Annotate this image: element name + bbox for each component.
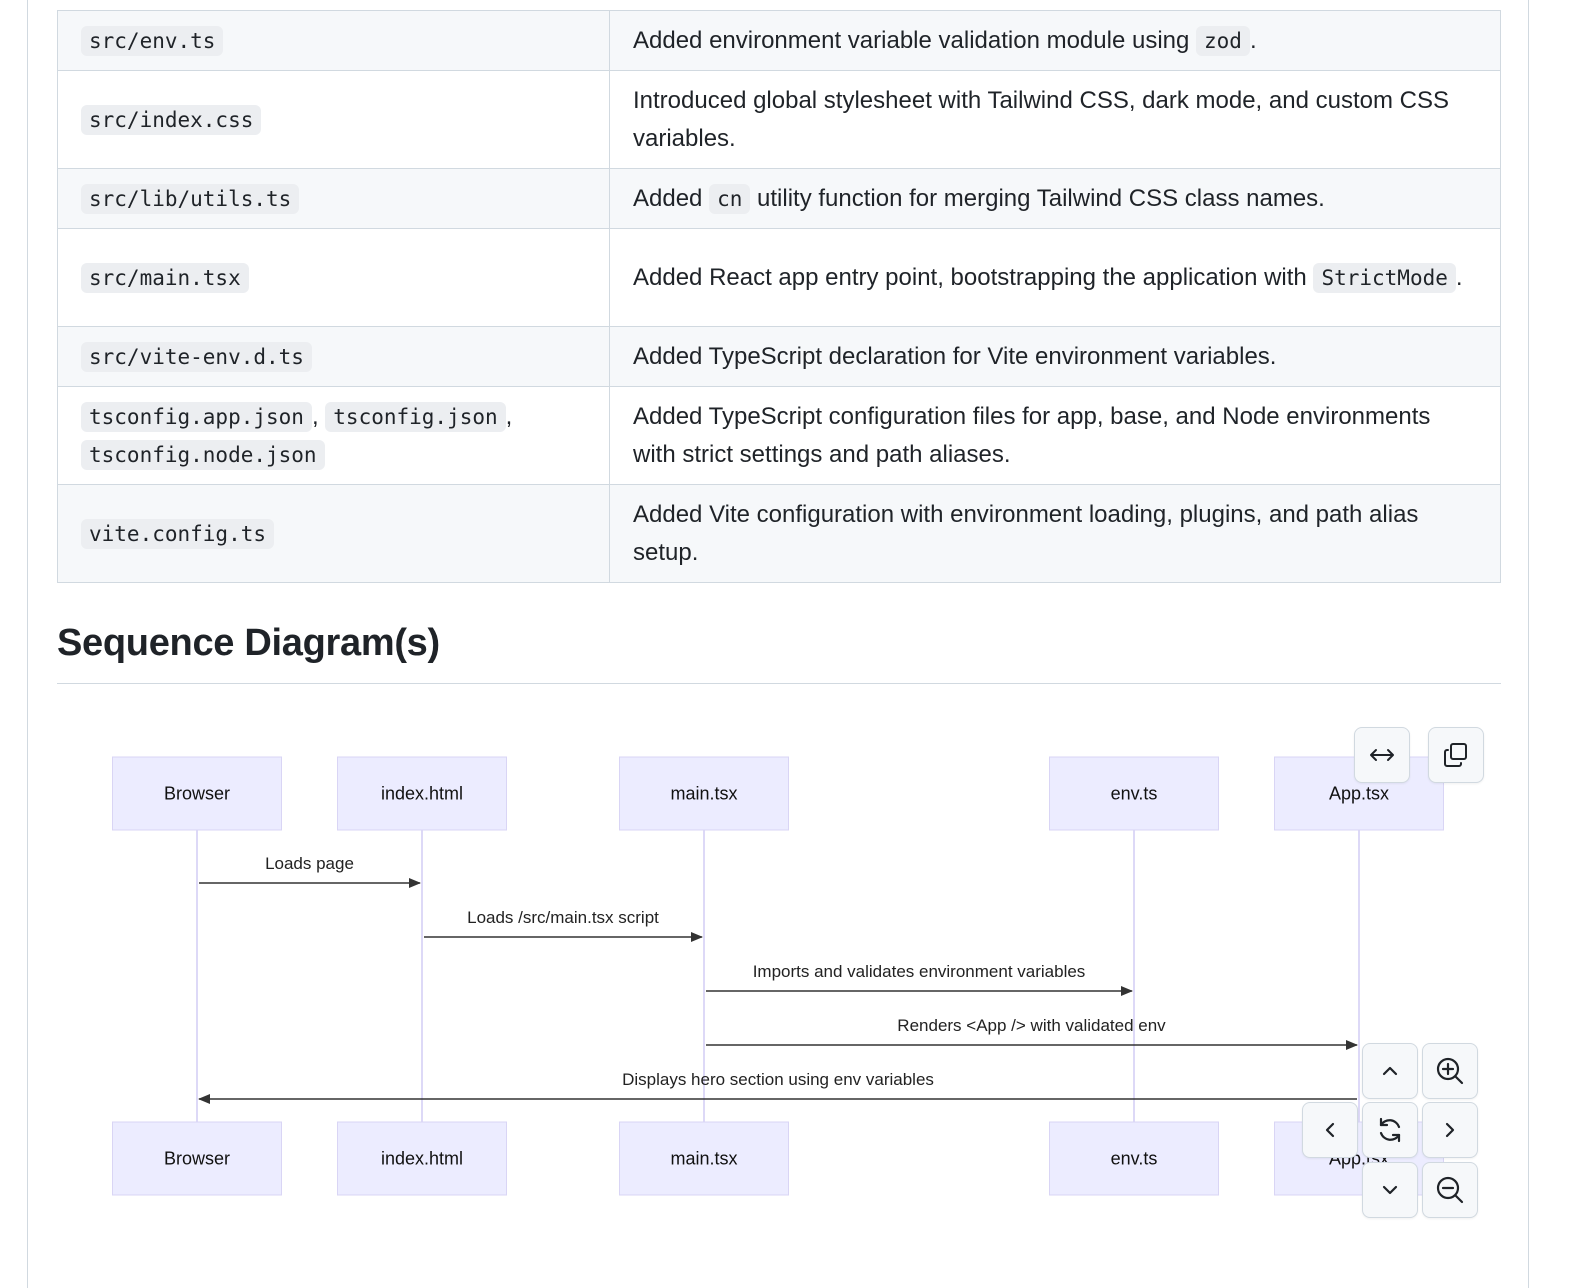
actor-top: Browser: [112, 756, 282, 831]
file-path: tsconfig.node.json: [81, 439, 325, 470]
file-cell: src/vite-env.d.ts: [57, 326, 610, 387]
actor-top: index.html: [337, 756, 507, 831]
file-path: src/main.tsx: [81, 262, 249, 293]
inline-code: zod: [1196, 25, 1250, 56]
section-title: Sequence Diagram(s): [57, 622, 440, 664]
table-row: vite.config.ts Added Vite configuration w…: [57, 484, 1501, 583]
actor-box: [619, 756, 789, 831]
actor-box: [1049, 1121, 1219, 1196]
reset-view-button[interactable]: [1362, 1102, 1418, 1158]
actor-label: index.html: [381, 1149, 463, 1169]
copy-button[interactable]: [1428, 727, 1484, 783]
inline-code: cn: [709, 183, 751, 214]
actor-label: env.ts: [1111, 1149, 1158, 1169]
description-text: Added React app entry point, bootstrappi…: [633, 263, 1314, 291]
actor-label: main.tsx: [670, 784, 737, 804]
actor-box: [337, 1121, 507, 1196]
description-cell: Added TypeScript configuration files for…: [609, 386, 1501, 485]
file-path: tsconfig.json: [325, 401, 506, 432]
description-text: Added: [633, 184, 710, 212]
message-label: Loads /src/main.tsx script: [467, 908, 659, 927]
description-text: utility function for merging Tailwind CS…: [750, 184, 1325, 212]
description-cell: Added React app entry point, bootstrappi…: [609, 228, 1501, 327]
actor-label: Browser: [164, 1149, 230, 1169]
description-text: .: [1249, 26, 1257, 54]
description-cell: Added TypeScript declaration for Vite en…: [609, 326, 1501, 387]
actor-bottom: env.ts: [1049, 1121, 1219, 1196]
description-cell: Added cn utility function for merging Ta…: [609, 168, 1501, 229]
description-text: .: [1455, 263, 1463, 291]
pan-left-button[interactable]: [1302, 1102, 1358, 1158]
file-path: src/index.css: [81, 104, 262, 135]
description-cell: Introduced global stylesheet with Tailwi…: [609, 70, 1501, 169]
actor-label: main.tsx: [670, 1149, 737, 1169]
table-row: src/index.css Introduced global styleshee…: [57, 70, 1501, 169]
reset-icon: [1375, 1115, 1405, 1145]
chevron-up-icon: [1377, 1058, 1403, 1084]
inline-code: StrictMode: [1313, 262, 1456, 293]
message-label: Loads page: [265, 854, 354, 873]
message-label: Renders <App /> with validated env: [897, 1016, 1166, 1035]
actor-bottom: main.tsx: [619, 1121, 789, 1196]
file-path: src/vite-env.d.ts: [81, 341, 312, 372]
actor-label: index.html: [381, 784, 463, 804]
description-text: Added environment variable validation mo…: [633, 26, 1197, 54]
arrows-horizontal-icon: [1367, 740, 1397, 770]
description-cell: Added environment variable validation mo…: [609, 10, 1501, 71]
actor-label: env.ts: [1111, 784, 1158, 804]
table-row: src/vite-env.d.ts Added TypeScript declar…: [57, 326, 1501, 387]
table-row: src/lib/utils.ts Added cn utility functio…: [57, 168, 1501, 229]
file-path: src/env.ts: [81, 25, 224, 56]
actor-bottom: index.html: [337, 1121, 507, 1196]
copy-icon: [1441, 740, 1471, 770]
content-card: [27, 0, 1529, 1288]
description-text: Added Vite configuration with environmen…: [633, 500, 1419, 566]
pan-down-button[interactable]: [1362, 1162, 1418, 1218]
chevron-down-icon: [1377, 1177, 1403, 1203]
file-cell: src/env.ts: [57, 10, 610, 71]
actor-box: [112, 756, 282, 831]
actor-label: App.tsx: [1329, 784, 1389, 804]
actor-box: [1049, 756, 1219, 831]
zoom-out-icon: [1434, 1174, 1466, 1206]
section-divider: [57, 683, 1501, 684]
zoom-in-button[interactable]: [1422, 1043, 1478, 1099]
zoom-out-button[interactable]: [1422, 1162, 1478, 1218]
description-text: Introduced global stylesheet with Tailwi…: [633, 86, 1449, 152]
file-cell: vite.config.ts: [57, 484, 610, 583]
pan-up-button[interactable]: [1362, 1043, 1418, 1099]
file-cell: src/lib/utils.ts: [57, 168, 610, 229]
actor-top: env.ts: [1049, 756, 1219, 831]
file-path: src/lib/utils.ts: [81, 183, 300, 214]
changes-table: src/env.ts Added environment variable val…: [57, 10, 1501, 583]
table-row: tsconfig.app.json, tsconfig.json, tsconf…: [57, 386, 1501, 485]
table-row: src/env.ts Added environment variable val…: [57, 10, 1501, 71]
message-label: Imports and validates environment variab…: [753, 962, 1086, 981]
chevron-right-icon: [1437, 1117, 1463, 1143]
description-text: Added TypeScript declaration for Vite en…: [633, 342, 1277, 370]
chevron-left-icon: [1317, 1117, 1343, 1143]
file-path: tsconfig.app.json: [81, 401, 312, 432]
expand-button[interactable]: [1354, 727, 1410, 783]
actor-label: Browser: [164, 784, 230, 804]
actor-box: [337, 756, 507, 831]
actor-bottom: App.tsx: [1274, 1121, 1444, 1196]
description-text: Added TypeScript configuration files for…: [633, 402, 1431, 468]
table-row: src/main.tsx Added React app entry point,…: [57, 228, 1501, 327]
zoom-in-icon: [1434, 1055, 1466, 1087]
actor-top: main.tsx: [619, 756, 789, 831]
file-cell: src/main.tsx: [57, 228, 610, 327]
actor-box: [112, 1121, 282, 1196]
description-cell: Added Vite configuration with environmen…: [609, 484, 1501, 583]
pan-right-button[interactable]: [1422, 1102, 1478, 1158]
actor-bottom: Browser: [112, 1121, 282, 1196]
file-cell: src/index.css: [57, 70, 610, 169]
file-path: vite.config.ts: [81, 518, 275, 549]
actor-box: [619, 1121, 789, 1196]
message-label: Displays hero section using env variable…: [622, 1070, 934, 1089]
